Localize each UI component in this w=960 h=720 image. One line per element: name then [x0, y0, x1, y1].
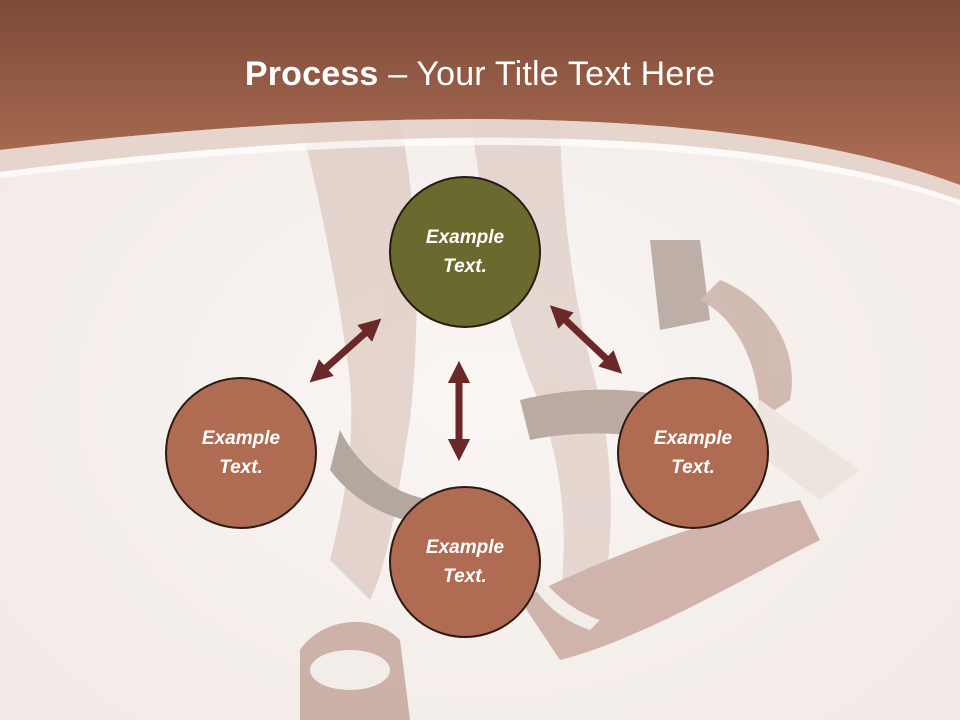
process-node-right[interactable]: Example Text. — [617, 377, 769, 529]
process-node-left[interactable]: Example Text. — [165, 377, 317, 529]
process-node-center[interactable]: Example Text. — [389, 176, 541, 328]
node-center-text: Example Text. — [425, 227, 505, 277]
node-bottom-text: Example Text. — [425, 537, 505, 587]
node-left-text: Example Text. — [201, 428, 281, 478]
arrow-center-right — [549, 305, 623, 374]
slide-title: Process – Your Title Text Here — [0, 52, 960, 96]
title-rest: – Your Title Text Here — [378, 55, 716, 93]
node-right-text: Example Text. — [653, 428, 733, 478]
title-bold: Process — [244, 55, 379, 93]
process-node-bottom[interactable]: Example Text. — [389, 486, 541, 638]
arrow-center-left — [309, 318, 382, 383]
